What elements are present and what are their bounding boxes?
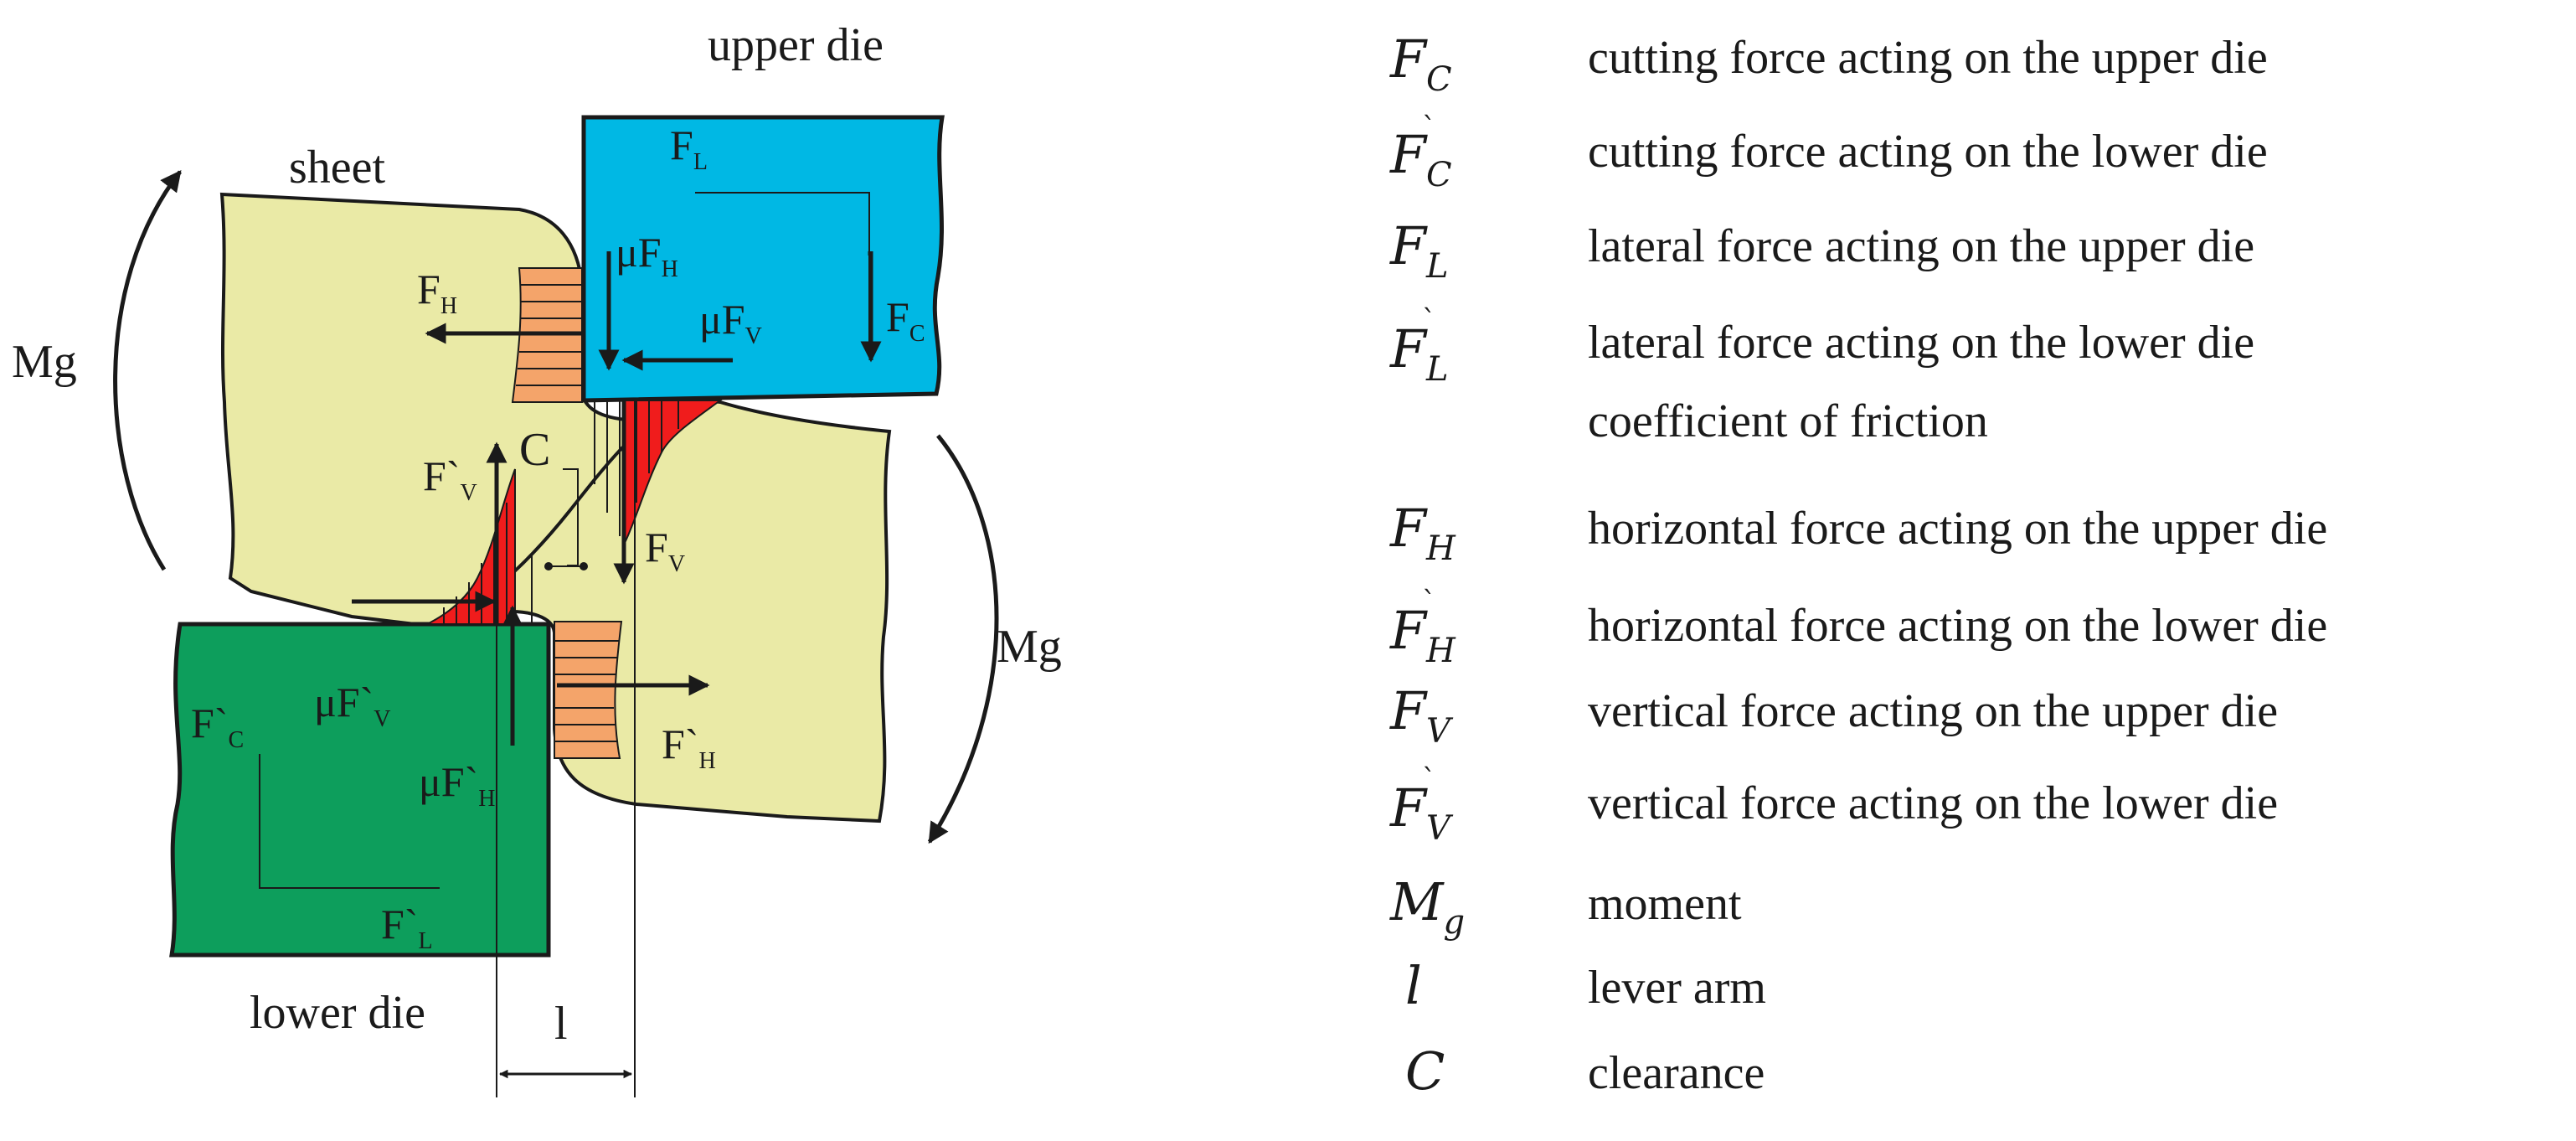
force-label-fh: FH [417, 266, 457, 319]
legend-symbol: l [1405, 955, 1422, 1016]
legend-symbol: `FV [1390, 763, 1450, 848]
legend-symbol: FC [1390, 28, 1452, 99]
legend-row-fc-prime: `FC cutting force acting on the lower di… [1373, 112, 2571, 196]
svg-text:FC: FC [886, 293, 925, 347]
fl-guide-lower [259, 754, 440, 889]
svg-text:μF`H: μF`H [419, 758, 496, 812]
sheet-label: sheet [289, 142, 386, 194]
legend-description: vertical force acting on the upper die [1588, 685, 2279, 737]
legend-row-l: l lever arm [1373, 948, 2571, 1032]
force-label-fv-prime: F`V [423, 452, 477, 506]
legend-row-fv: FV vertical force acting on the upper di… [1373, 672, 2571, 756]
svg-text:FH: FH [417, 266, 457, 319]
legend-row-fc: FC cutting force acting on the upper die [1373, 18, 2571, 102]
upper-die [581, 115, 945, 403]
legend-description-extra: coefficient of friction [1588, 395, 1988, 447]
force-label-mu-fv: μFV [699, 296, 762, 349]
legend-row-fl: FL lateral force acting on the upper die [1373, 207, 2571, 291]
force-label-fc-prime: F`C [191, 700, 244, 753]
legend-symbol: `FH [1390, 586, 1455, 670]
svg-text:F`L: F`L [381, 901, 433, 954]
force-label-fl-prime: F`L [381, 901, 433, 954]
pressure-orange-lower [554, 621, 623, 759]
legend-description: cutting force acting on the lower die [1588, 126, 2268, 178]
svg-text:μF`V: μF`V [314, 679, 391, 732]
svg-text:F`C: F`C [191, 700, 244, 753]
legend-row-fh: FH horizontal force acting on the upper … [1373, 489, 2571, 573]
force-label-fc: FC [886, 293, 925, 347]
legend-description: moment [1588, 878, 1742, 930]
legend-symbol: Mg [1390, 871, 1466, 942]
moment-label-left: Mg [12, 336, 77, 388]
legend-description: horizontal force acting on the lower die [1588, 600, 2328, 652]
svg-text:μFV: μFV [699, 296, 762, 349]
force-label-fl: FL [670, 121, 708, 175]
legend-row-fl-prime: `FL lateral force acting on the lower di… [1373, 303, 2571, 447]
legend-row-c: C clearance [1373, 1034, 2571, 1118]
legend-description: lateral force acting on the lower die [1588, 317, 2255, 369]
force-label-mu-fv-prime: μF`V [314, 679, 391, 732]
upper-die-label: upper die [708, 19, 884, 71]
legend-symbol: FH [1390, 498, 1455, 568]
clearance-label: C [519, 424, 550, 476]
lower-die [169, 622, 551, 958]
moment-arrow-left [113, 170, 182, 571]
legend-description: lateral force acting on the upper die [1588, 220, 2255, 272]
lower-die-label: lower die [250, 987, 425, 1039]
legend-description: horizontal force acting on the upper die [1588, 503, 2328, 555]
svg-text:FV: FV [645, 524, 685, 577]
force-label-fv: FV [645, 524, 685, 577]
legend-row-mg: Mg moment [1373, 865, 2571, 948]
legend-description: vertical force acting on the lower die [1588, 777, 2279, 829]
legend-symbol: `FC [1390, 111, 1452, 194]
legend-symbol: FL [1390, 215, 1449, 286]
legend-description: clearance [1588, 1047, 1765, 1099]
force-label-mu-fh-prime: μF`H [419, 758, 496, 812]
svg-text:FL: FL [670, 121, 708, 175]
legend-description: cutting force acting on the upper die [1588, 32, 2268, 84]
legend-row-fv-prime: `FV vertical force acting on the lower d… [1373, 764, 2571, 848]
legend-symbol: `FL [1390, 304, 1449, 389]
legend-description: lever arm [1588, 962, 1766, 1014]
moment-arrow-right [927, 434, 999, 844]
pressure-red-upper [584, 400, 724, 545]
shearing-diagram: upper die lower die sheet Mg Mg C l FL F… [12, 19, 1062, 1097]
svg-text:μFH: μFH [616, 229, 678, 282]
lever-arm-label: l [554, 998, 568, 1050]
legend-row-fh-prime: `FH horizontal force acting on the lower… [1373, 586, 2571, 670]
force-label-mu-fh: μFH [616, 229, 678, 282]
legend-symbol: C [1405, 1040, 1445, 1102]
force-label-fh-prime: F`H [662, 720, 716, 774]
svg-text:F`H: F`H [662, 720, 716, 774]
moment-label-right: Mg [997, 621, 1062, 673]
svg-text:F`V: F`V [423, 452, 477, 506]
legend-symbol: FV [1390, 680, 1450, 751]
